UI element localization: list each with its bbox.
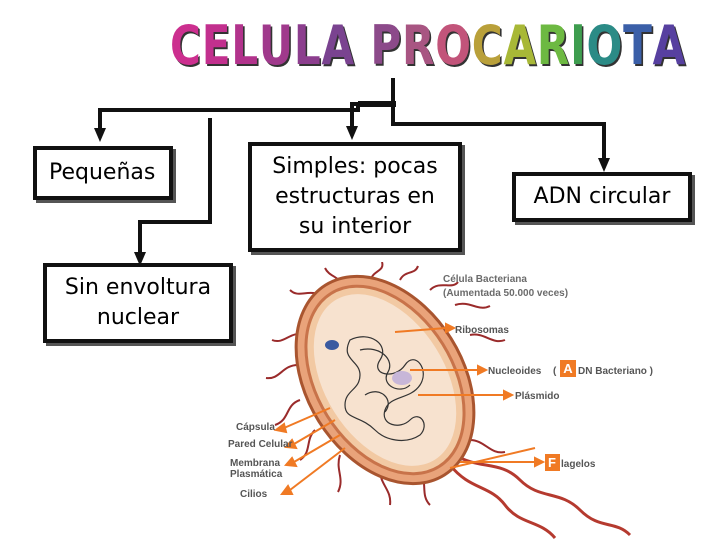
arrowhead-sin-envoltura bbox=[134, 252, 146, 266]
inclusion-shape bbox=[392, 371, 412, 385]
label-membrana-1: Membrana bbox=[230, 458, 280, 469]
connector-to-adn bbox=[391, 78, 606, 158]
title-letter: C bbox=[170, 14, 202, 77]
title-letter: P bbox=[370, 14, 402, 77]
plasmid-shape bbox=[325, 340, 339, 350]
box-pequenas: Pequeñas bbox=[33, 146, 173, 200]
title-letter: U bbox=[258, 14, 294, 77]
title-letter: A bbox=[652, 14, 687, 77]
title-letter: R bbox=[401, 14, 436, 77]
title-letter: E bbox=[201, 14, 232, 77]
title-letter: A bbox=[321, 14, 355, 77]
label-flagelos: lagelos bbox=[561, 459, 596, 470]
label-adn-bacteriano: DN Bacteriano ) bbox=[578, 366, 653, 377]
title-letter: L bbox=[231, 14, 259, 77]
label-paren: ( bbox=[553, 366, 557, 377]
page-title: CELULA PROCARIOTA bbox=[170, 14, 685, 84]
cell-header-line2: (Aumentada 50.000 veces) bbox=[443, 288, 568, 299]
cilia-strands bbox=[265, 262, 506, 506]
box-pequenas-text: Pequeñas bbox=[49, 160, 156, 186]
cell-header-line1: Célula Bacteriana bbox=[443, 274, 527, 285]
title-letter: T bbox=[623, 14, 653, 77]
label-cilios: Cilios bbox=[240, 489, 268, 500]
box-sin-envoltura-text: Sin envoltura nuclear bbox=[64, 275, 212, 330]
arrowhead-adn bbox=[598, 158, 610, 172]
title-letter: R bbox=[536, 14, 571, 77]
label-nucleoides: Nucleoides bbox=[488, 366, 542, 377]
badge-a-text: A bbox=[563, 361, 573, 376]
badge-f-text: F bbox=[548, 455, 556, 470]
flagella bbox=[448, 453, 632, 540]
title-letter: O bbox=[586, 14, 624, 77]
label-plasmido: Plásmido bbox=[515, 391, 559, 402]
bacterial-cell-illustration: Célula Bacteriana (Aumentada 50.000 vece… bbox=[228, 262, 653, 540]
label-ribosomas: Ribosomas bbox=[455, 325, 509, 336]
connector-to-pequenas bbox=[98, 104, 360, 128]
box-sin-envoltura: Sin envoltura nuclear bbox=[43, 263, 233, 343]
badge-f bbox=[545, 454, 560, 471]
box-simples: Simples: pocas estructuras en su interio… bbox=[248, 142, 462, 252]
box-adn-circular: ADN circular bbox=[512, 172, 692, 222]
title-letter: L bbox=[293, 14, 322, 77]
title-letter: I bbox=[570, 14, 587, 77]
title-letter: O bbox=[435, 14, 472, 77]
arrowhead-simples bbox=[346, 126, 358, 140]
label-membrana-2: Plasmática bbox=[230, 469, 283, 480]
title-letter: A bbox=[503, 14, 537, 77]
label-pared-celular: Pared Celular bbox=[228, 439, 293, 450]
box-adn-text: ADN circular bbox=[533, 184, 671, 210]
label-capsula: Cápsula bbox=[236, 422, 275, 433]
arrowhead-pequenas bbox=[94, 128, 106, 142]
title-text: CELULA PROCARIOTA bbox=[170, 14, 686, 77]
cytoplasm-shape bbox=[313, 294, 457, 466]
nucleoid-dna bbox=[344, 336, 425, 442]
title-letter: C bbox=[471, 14, 504, 77]
box-simples-text: Simples: pocas estructuras en su interio… bbox=[272, 154, 438, 239]
connector-to-simples bbox=[350, 102, 372, 126]
badge-a bbox=[560, 360, 576, 377]
connector-to-sin-envoltura bbox=[138, 118, 212, 252]
